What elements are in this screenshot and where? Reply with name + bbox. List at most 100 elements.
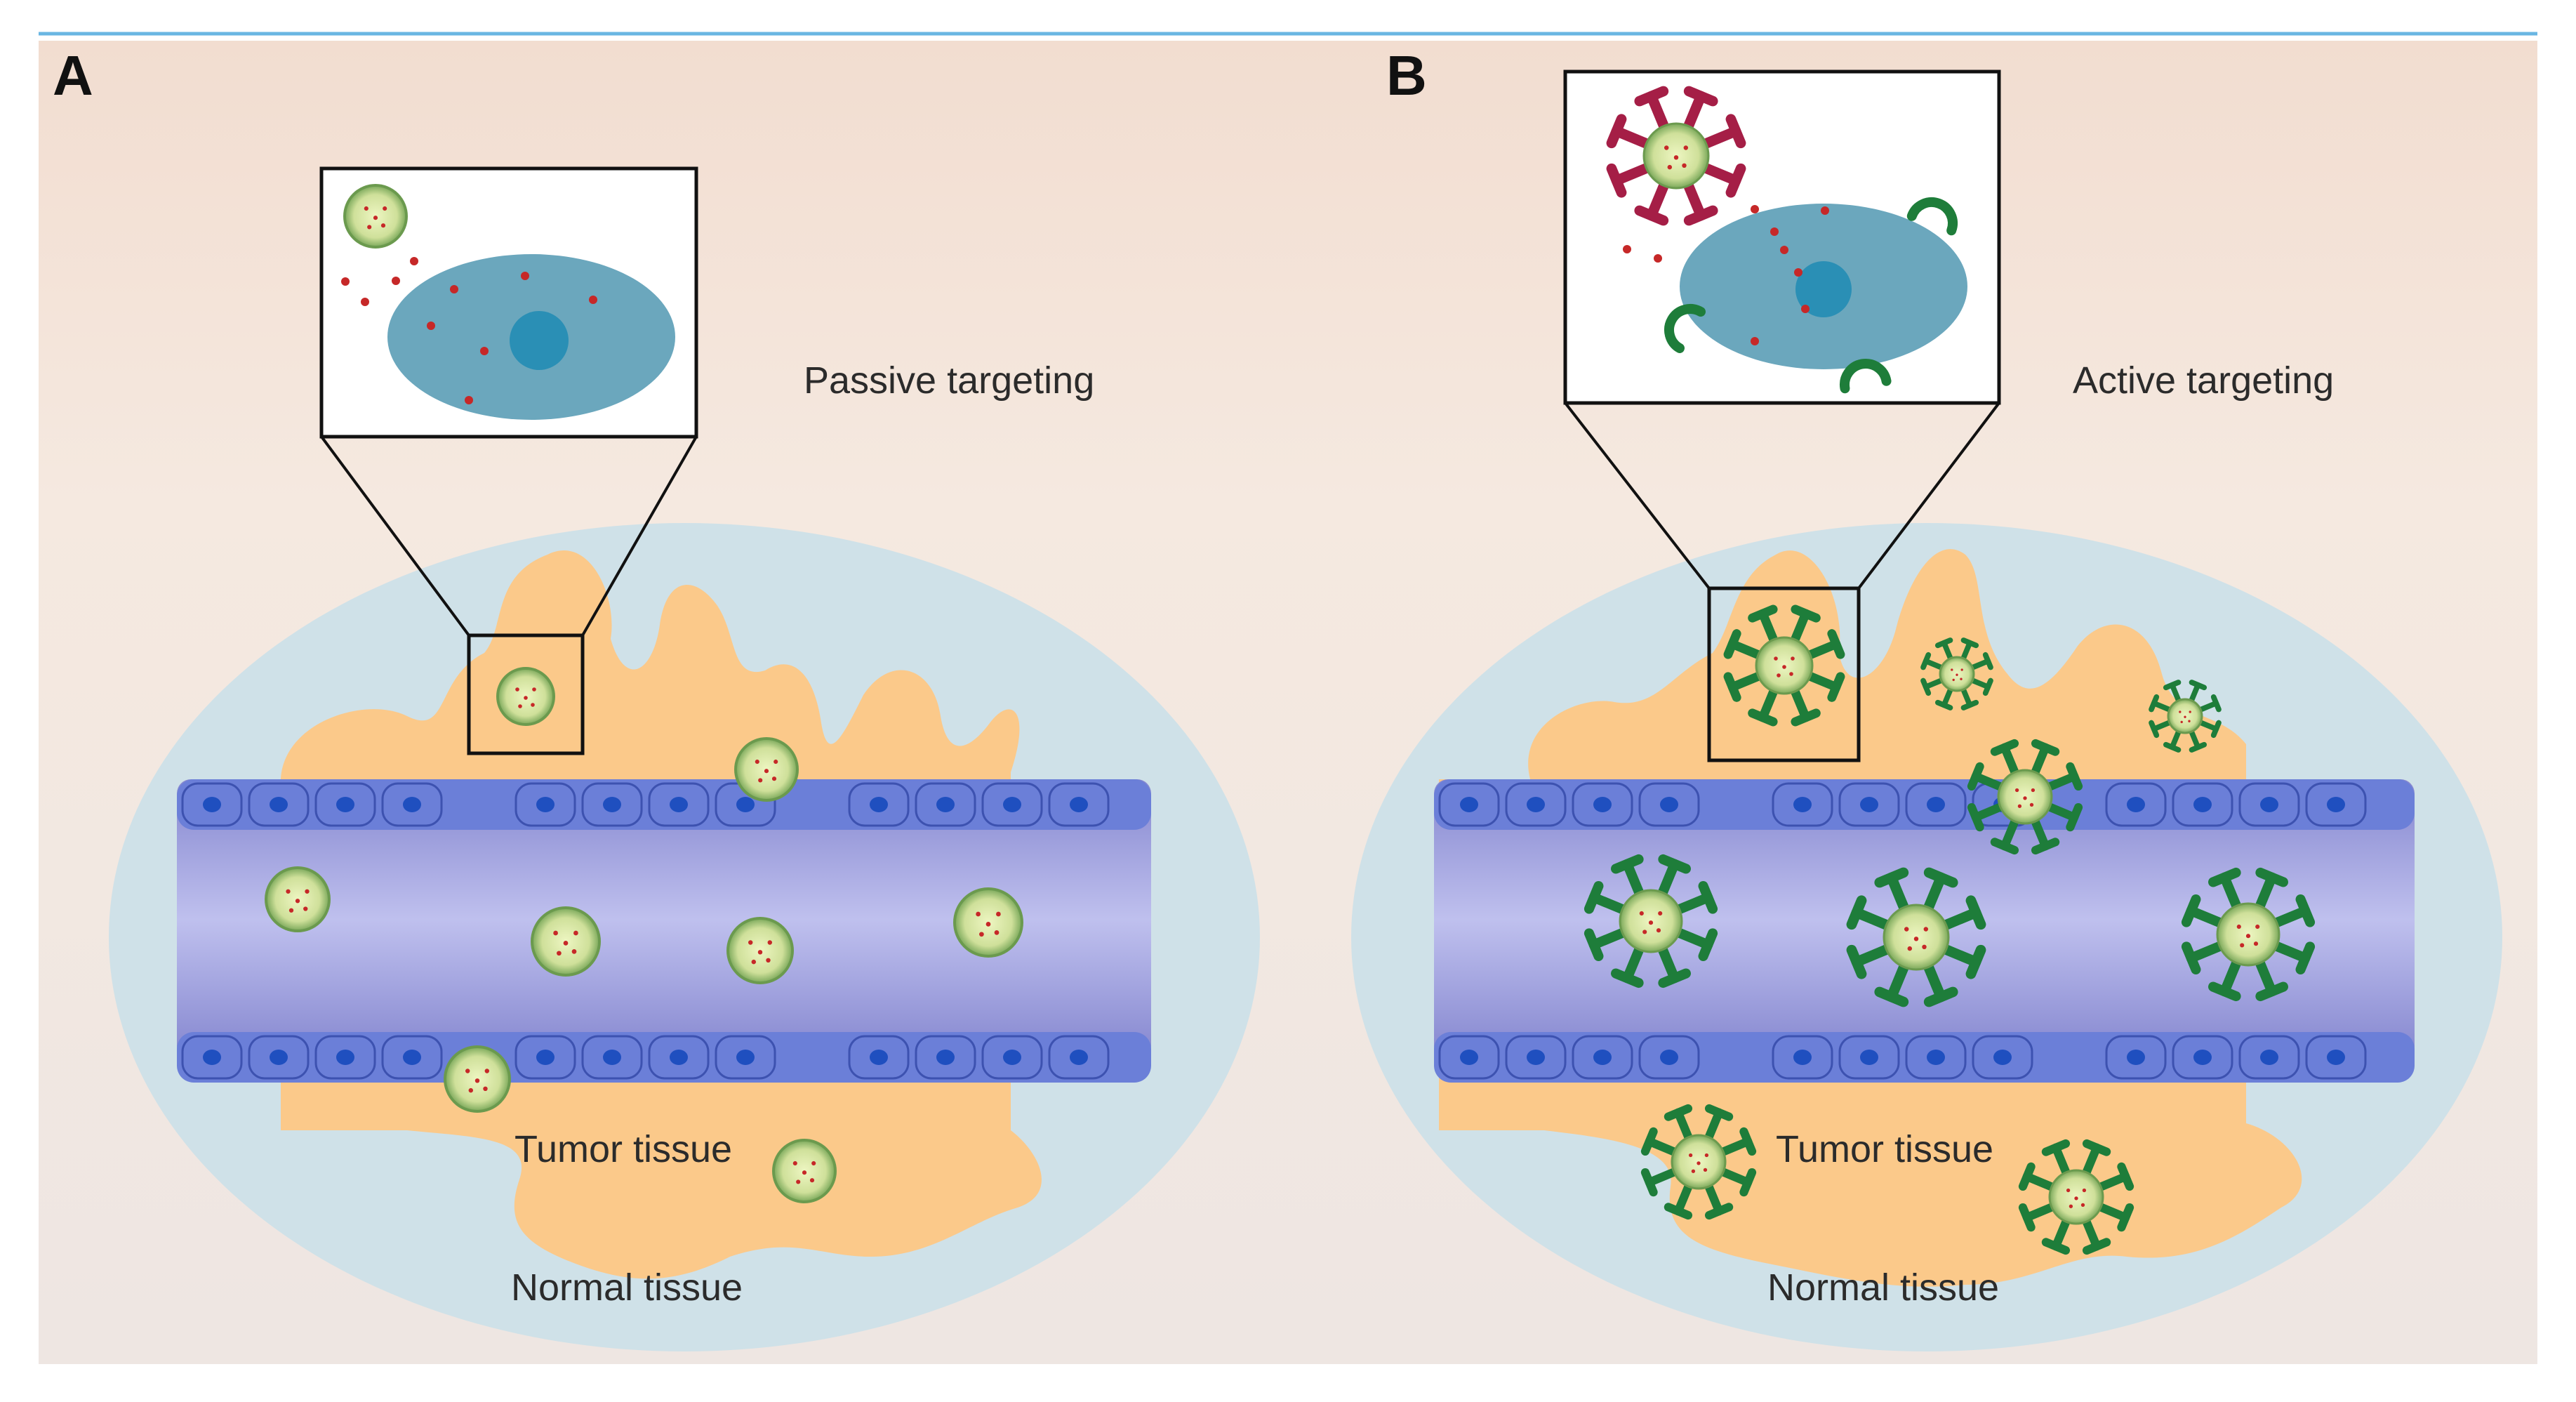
drug-dot: [1777, 673, 1781, 677]
drug-dot: [1664, 145, 1669, 150]
drug-dot: [427, 322, 435, 330]
drug-dot: [2188, 720, 2191, 722]
drug-dot: [1656, 928, 1661, 933]
endothelial-cell: [1905, 1035, 1967, 1080]
zoom-line-left: [1564, 402, 1711, 590]
panel-b-normal-label: Normal tissue: [1767, 1267, 1999, 1309]
drug-dot: [480, 347, 489, 355]
endothelial-cell: [381, 782, 443, 827]
drug-dot: [1654, 254, 1662, 263]
drug-dot: [2066, 1188, 2071, 1193]
endothelial-cell: [581, 782, 643, 827]
endothelial-cell: [1048, 782, 1110, 827]
drug-dot: [341, 277, 350, 286]
drug-dot: [515, 687, 519, 692]
drug-dot: [1642, 930, 1647, 934]
drug-dot: [1639, 911, 1644, 916]
receptor: [1840, 359, 1892, 394]
nanoparticle-icon: [496, 667, 555, 726]
drug-dot: [2179, 710, 2182, 713]
drug-dot: [1688, 1153, 1693, 1158]
drug-dot: [985, 922, 991, 927]
nanoparticle-icon: [531, 906, 601, 977]
ligand-nanoparticle-icon: [1606, 86, 1746, 226]
drug-dot: [465, 396, 473, 404]
drug-dot: [757, 950, 763, 955]
endothelial-cell: [514, 1035, 576, 1080]
drug-dot: [571, 949, 577, 954]
ligand-nanoparticle-icon: [2018, 1139, 2135, 1255]
drug-dot: [557, 951, 562, 956]
drug-dot: [1960, 668, 1963, 671]
ligand-nanoparticle-icon: [2149, 680, 2222, 753]
drug-dot: [796, 1179, 801, 1184]
drug-dot: [2014, 788, 2019, 793]
endothelial-cell: [1638, 1035, 1700, 1080]
drug-dot: [976, 911, 981, 917]
drug-dot: [2029, 802, 2034, 807]
drug-dot: [383, 206, 387, 211]
drug-dot: [809, 1178, 815, 1183]
endothelial-cell: [2238, 782, 2300, 827]
endothelial-cell: [1772, 782, 1833, 827]
ligand-nanoparticle-icon: [1640, 1104, 1757, 1220]
endothelial-cell: [1905, 782, 1967, 827]
ligand-nanoparticle-icon: [1584, 854, 1718, 988]
zoom-line-left: [320, 435, 470, 637]
endothelial-cells: [1438, 782, 2367, 1080]
drug-dot: [1703, 1168, 1708, 1172]
drug-dot: [1782, 665, 1786, 669]
drug-dot: [468, 1087, 474, 1093]
nanoparticle-icon: [772, 1139, 837, 1203]
panel-active-targeting: B Active targeting Tumor tissue Normal t…: [1306, 41, 2537, 1364]
drug-dot: [1913, 937, 1919, 941]
zoom-line-right: [581, 436, 698, 636]
drug-dot: [811, 1160, 816, 1166]
panel-a-normal-label: Normal tissue: [511, 1267, 743, 1309]
drug-dot: [1952, 678, 1955, 682]
drug-dot: [553, 930, 558, 936]
drug-dot: [1751, 205, 1759, 213]
endothelial-cell: [1838, 782, 1900, 827]
endothelial-cell: [1838, 1035, 1900, 1080]
drug-dot: [2189, 710, 2191, 713]
drug-dot: [758, 778, 763, 783]
endothelial-cell: [1772, 1035, 1833, 1080]
endothelial-cell: [2305, 1035, 2367, 1080]
zoom-source-box: [467, 633, 585, 755]
drug-dot: [2082, 1188, 2087, 1193]
drug-dot: [305, 889, 310, 894]
drug-dot: [979, 932, 984, 937]
drug-dot: [303, 906, 308, 911]
drug-dot: [1751, 337, 1759, 345]
drug-dot: [2023, 796, 2027, 800]
panel-a-tumor-label: Tumor tissue: [514, 1128, 732, 1170]
panel-b-letter: B: [1386, 44, 1427, 107]
ligand-nanoparticle-icon: [1846, 867, 1986, 1007]
drug-dot: [2180, 720, 2183, 724]
endothelial-cell: [648, 782, 710, 827]
drug-dot: [751, 959, 757, 965]
drug-dot: [792, 1160, 797, 1166]
nanoparticles: [265, 667, 1023, 1203]
drug-dot: [1704, 1153, 1709, 1158]
drug-dot: [364, 206, 369, 211]
drug-dot: [1673, 155, 1679, 160]
endothelial-cell: [2105, 1035, 2167, 1080]
drug-dot: [1683, 145, 1689, 150]
drug-dot: [295, 899, 300, 904]
nanoparticle-icon: [726, 917, 794, 984]
cell-nucleus: [510, 311, 569, 370]
drug-dot: [2069, 1204, 2073, 1208]
endothelial-cell: [848, 1035, 910, 1080]
endothelial-cell: [1048, 1035, 1110, 1080]
drug-dot: [1658, 911, 1663, 916]
drug-dot: [1691, 1169, 1696, 1173]
endothelial-cell: [1438, 782, 1500, 827]
nanoparticle-icon: [343, 184, 408, 249]
drug-dot: [2240, 943, 2245, 948]
drug-dot: [1904, 927, 1909, 932]
drug-dot: [1922, 944, 1927, 950]
cell-nucleus: [1795, 261, 1852, 317]
drug-dot: [484, 1069, 490, 1073]
